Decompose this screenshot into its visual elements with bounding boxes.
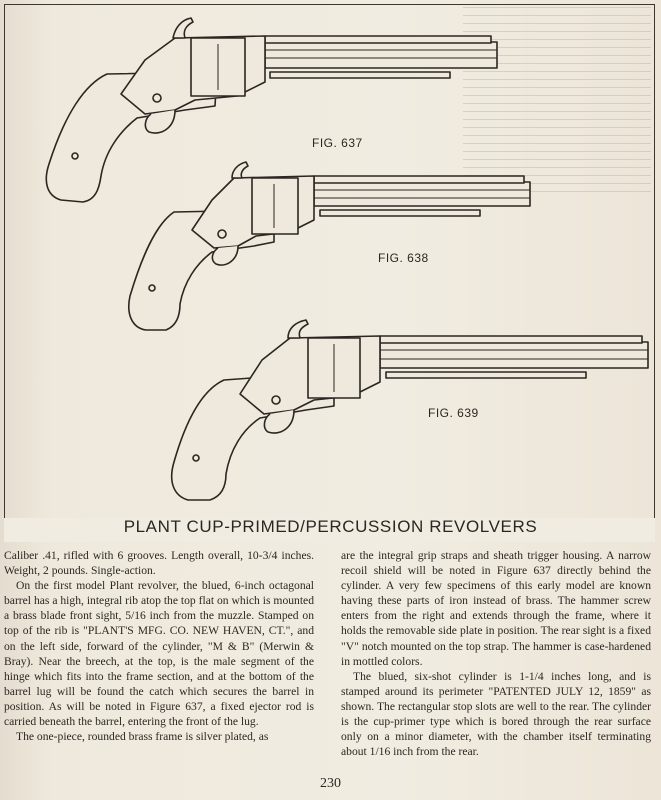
bleed-through-text [451, 0, 661, 200]
paragraph: are the integral grip straps and sheath … [341, 549, 651, 668]
paragraph: On the first model Plant revolver, the b… [4, 579, 314, 729]
paragraph: The blued, six-shot cylinder is 1-1/4 in… [341, 669, 651, 759]
left-column: Caliber .41, rifled with 6 grooves. Leng… [4, 548, 314, 744]
title-band [4, 518, 655, 542]
paragraph: The one-piece, rounded brass frame is si… [16, 730, 269, 744]
figure-label: FIG. 638 [378, 251, 429, 265]
revolver-fig-637-illustration [45, 17, 498, 203]
right-column: are the integral grip straps and sheath … [341, 548, 651, 759]
body-text: Caliber .41, rifled with 6 grooves. Leng… [4, 548, 655, 758]
revolver-fig-638-illustration [128, 161, 531, 331]
page-number: 230 [320, 776, 341, 791]
figure-label: FIG. 639 [428, 406, 479, 420]
revolver-fig-639-illustration [170, 319, 649, 501]
figure-label: FIG. 637 [312, 136, 363, 150]
section-title: PLANT CUP-PRIMED/PERCUSSION REVOLVERS [123, 517, 538, 536]
paragraph: Caliber .41, rifled with 6 grooves. Leng… [4, 549, 314, 578]
